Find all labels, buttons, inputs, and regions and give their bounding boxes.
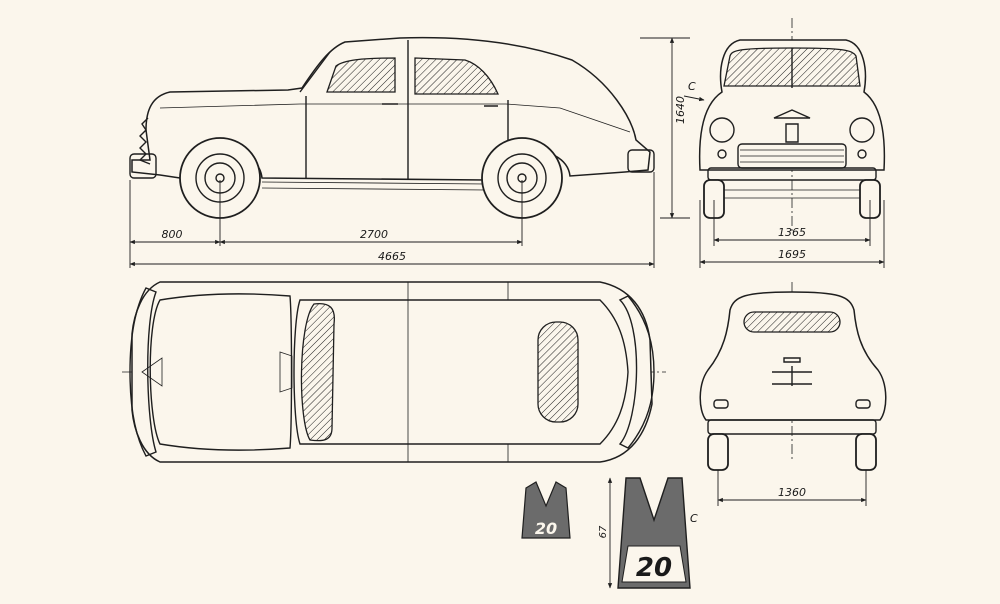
- wheelbase-label: 2700: [360, 228, 388, 241]
- headlight-left: [709, 117, 735, 143]
- emblem-height-label: 67: [598, 525, 609, 538]
- belt-line: [159, 103, 631, 133]
- rear-view: 1360: [699, 282, 887, 506]
- emblem-small-number: 20: [535, 519, 557, 538]
- front-bumper: [707, 167, 877, 181]
- hood-ornament: [773, 109, 811, 143]
- length-dimensions: 800 2700 4665: [129, 228, 655, 267]
- top-hood-outline: [149, 293, 293, 451]
- rear-light-right: [855, 399, 871, 409]
- emblem-large: 20 67 C: [598, 477, 698, 589]
- emblem-large-number: 20: [636, 553, 672, 583]
- overall-width-label: 1695: [778, 248, 806, 261]
- overall-length-label: 4665: [378, 250, 406, 263]
- side-reference-lines: [129, 37, 690, 268]
- top-roof-outline: [293, 299, 629, 445]
- emblem-small: 20: [521, 481, 571, 539]
- rear-light-left: [713, 399, 729, 409]
- top-rear-window: [537, 321, 579, 423]
- rear-bumper: [707, 419, 877, 435]
- front-grille-side: [138, 117, 151, 165]
- front-view: C: [683, 18, 886, 268]
- front-bumper-side: [129, 153, 157, 179]
- front-track-label: 1365: [778, 226, 806, 239]
- rear-track-label: 1360: [778, 486, 806, 499]
- rocker-line: [261, 181, 487, 191]
- top-rear-bumper: [618, 295, 655, 449]
- rear-window: [743, 311, 841, 333]
- rear-bumper-side: [627, 149, 655, 173]
- top-view: [122, 281, 666, 463]
- height-dimension: 1640: [669, 37, 687, 219]
- windshield-line: [299, 51, 331, 93]
- front-overhang-label: 800: [162, 228, 183, 241]
- detail-marker: C: [688, 80, 696, 93]
- side-view: [129, 36, 690, 268]
- width-dimensions: 1365 1695: [699, 226, 885, 265]
- height-label: 1640: [674, 96, 687, 124]
- top-front-bumper: [129, 287, 157, 457]
- headlight-right: [849, 117, 875, 143]
- side-window-front: [326, 57, 396, 93]
- door-lines: [305, 40, 509, 180]
- rear-tire-right: [855, 433, 877, 471]
- emblem-detail-ref: C: [690, 512, 698, 525]
- top-windshield: [300, 302, 336, 442]
- door-handles: [382, 103, 498, 107]
- side-window-rear: [414, 57, 500, 95]
- rear-tire-left: [707, 433, 729, 471]
